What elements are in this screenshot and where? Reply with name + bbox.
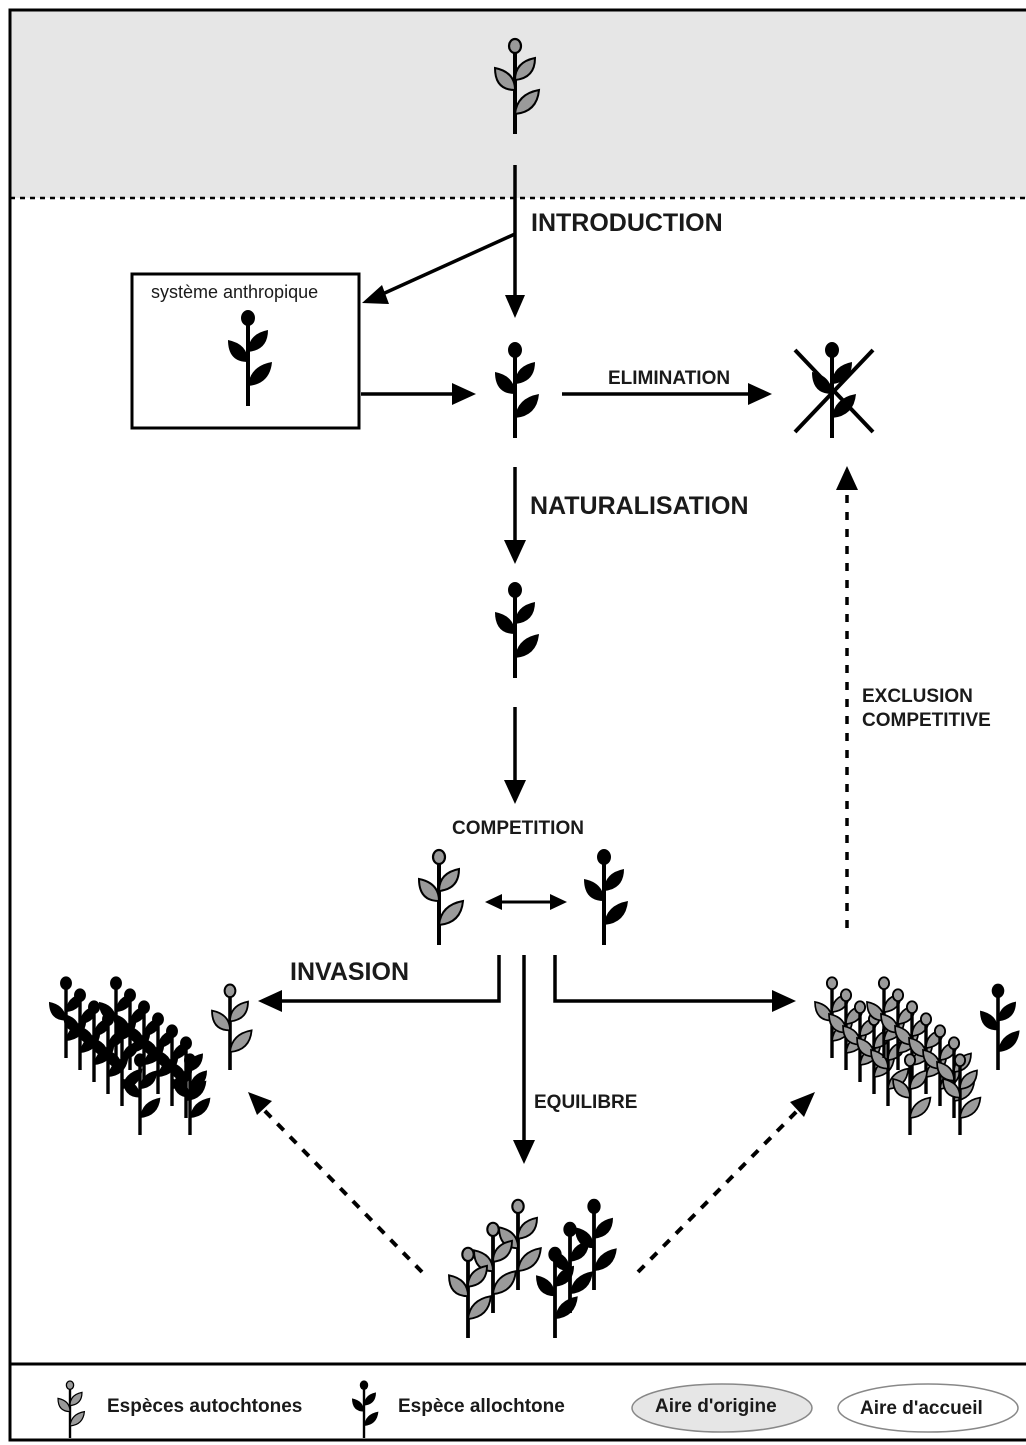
legend-native-plant-icon	[56, 1379, 86, 1440]
competition-label: COMPETITION	[452, 818, 584, 839]
invasion-alien-cluster	[47, 974, 213, 1137]
box-to-center-arrow	[361, 383, 476, 405]
equilibrium-to-exclusion-dotted-arrow	[636, 1092, 815, 1274]
legend-host-area-swatch	[837, 1383, 1019, 1433]
naturalisation-arrow	[504, 467, 526, 564]
native-plant-invaded	[210, 982, 254, 1072]
legend-alien-plant-icon	[350, 1379, 380, 1440]
exclusion-label-line1: EXCLUSION	[862, 686, 973, 707]
elimination-cross-icon	[793, 348, 875, 434]
native-plant-competition	[417, 848, 465, 947]
anthropic-system-label: système anthropique	[151, 282, 319, 302]
exclusion-dotted-arrow	[836, 466, 858, 928]
equilibrium-to-invasion-dotted-arrow	[248, 1092, 424, 1274]
alien-plant-naturalised	[493, 580, 541, 680]
exclusion-branch-arrow	[553, 955, 796, 1012]
equilibre-arrow	[513, 955, 535, 1164]
legend-origin-area-swatch	[631, 1383, 813, 1433]
exclusion-label-line2: COMPETITIVE	[862, 710, 991, 731]
naturalisation-label: NATURALISATION	[530, 492, 749, 520]
exclusion-native-cluster	[813, 975, 983, 1137]
legend-alien-label: Espèce allochtone	[398, 1396, 565, 1417]
alien-plant-excluded	[978, 981, 1022, 1072]
competition-double-arrow	[485, 894, 567, 910]
invasion-arrow	[258, 955, 501, 1012]
anthropic-branch-arrow	[362, 232, 516, 304]
introduction-label: INTRODUCTION	[531, 209, 723, 237]
to-competition-arrow	[504, 707, 526, 804]
elimination-arrow	[562, 383, 772, 405]
elimination-label: ELIMINATION	[608, 368, 731, 389]
legend-origin-area-label: Aire d'origine	[655, 1396, 777, 1417]
anthropic-system-box	[130, 272, 361, 430]
outer-frame	[8, 8, 1026, 1442]
alien-plant-introduced	[493, 340, 541, 440]
equilibrium-mixed-group	[447, 1196, 619, 1340]
equilibre-label: EQUILIBRE	[534, 1092, 638, 1113]
legend-native-label: Espèces autochtones	[107, 1396, 303, 1417]
introduction-arrow	[505, 165, 525, 318]
legend-host-area-label: Aire d'accueil	[860, 1398, 983, 1419]
invasion-label: INVASION	[290, 958, 409, 986]
alien-plant-competition	[582, 847, 630, 947]
